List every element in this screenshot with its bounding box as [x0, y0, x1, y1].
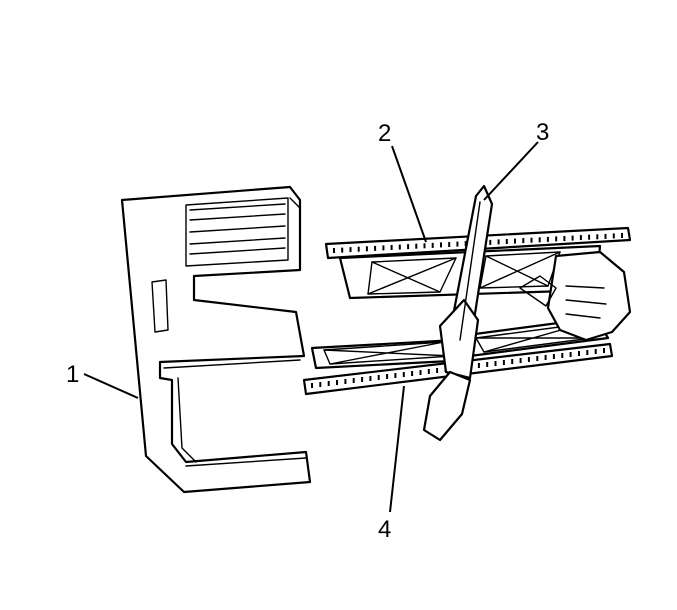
- lower-rail-tooth: [336, 380, 338, 385]
- upper-rail-tooth: [415, 243, 418, 249]
- lower-rail-tooth: [536, 356, 539, 361]
- lower-rail-tooth: [369, 376, 372, 381]
- upper-rail-tooth: [407, 244, 410, 250]
- lower-rail-tooth: [552, 354, 555, 359]
- callout-3: 3: [536, 119, 549, 146]
- lower-rail-tooth: [511, 359, 514, 364]
- leader-3: [483, 141, 539, 201]
- upper-rail-tooth: [423, 243, 426, 249]
- upper-rail-tooth: [546, 236, 549, 242]
- upper-rail-tooth: [563, 236, 566, 241]
- upper-rail-tooth: [431, 242, 434, 248]
- lower-rail-tooth: [361, 377, 364, 382]
- lower-rail-tooth: [377, 375, 380, 380]
- upper-rail-tooth: [374, 245, 377, 251]
- upper-rail-tooth: [489, 239, 492, 245]
- lower-rail-tooth: [394, 373, 397, 378]
- upper-rail-tooth: [448, 242, 451, 247]
- lower-rail-tooth: [578, 351, 580, 356]
- upper-rail-tooth: [390, 245, 393, 250]
- lower-rail-tooth: [311, 383, 313, 388]
- lower-rail-tooth: [603, 348, 605, 353]
- hand: [519, 250, 632, 342]
- callout-1: 1: [66, 361, 79, 388]
- upper-rail-tooth: [398, 244, 401, 250]
- lower-rail-tooth: [427, 369, 430, 374]
- lower-rail-tooth: [419, 370, 422, 375]
- lower-rail-tooth: [519, 358, 522, 363]
- upper-rail-tooth: [440, 242, 442, 248]
- leader-1: [83, 373, 139, 399]
- leader-4: [389, 385, 405, 513]
- upper-rail-tooth: [341, 247, 344, 253]
- lower-rail-tooth: [527, 357, 530, 362]
- leader-2: [391, 145, 427, 243]
- upper-rail-tooth: [612, 233, 615, 239]
- callout-4: 4: [378, 516, 391, 543]
- upper-rail-tooth: [456, 241, 459, 247]
- lower-rail-tooth: [502, 360, 505, 365]
- upper-rail-tooth: [530, 237, 533, 243]
- lower-rail-tooth: [411, 371, 414, 376]
- upper-rail-tooth: [571, 235, 574, 241]
- upper-rail-tooth: [555, 236, 558, 242]
- upper-rail-tooth: [505, 239, 508, 244]
- lower-rail-tooth: [436, 368, 439, 373]
- lower-rail-tooth: [319, 382, 322, 387]
- lower-rail-tooth: [586, 350, 589, 355]
- lower-rail-tooth: [569, 352, 572, 357]
- housing-panel: [120, 185, 312, 494]
- lower-rail-tooth: [327, 381, 330, 386]
- upper-rail-tooth: [522, 238, 525, 244]
- lower-rail-tooth: [477, 363, 480, 368]
- lower-rail-tooth: [386, 374, 389, 379]
- upper-rail-tooth: [357, 246, 360, 252]
- lower-rail-tooth: [594, 349, 597, 354]
- upper-rail-tooth: [621, 233, 623, 238]
- lower-rail-tooth: [561, 353, 564, 358]
- upper-rail-tooth: [514, 238, 516, 244]
- upper-rail-tooth: [538, 237, 541, 243]
- upper-rail-tooth: [382, 245, 385, 251]
- lower-rail-tooth: [486, 362, 489, 367]
- upper-rail-tooth: [464, 241, 467, 247]
- lower-rail-tooth: [402, 372, 405, 377]
- upper-rail-tooth: [333, 248, 335, 253]
- upper-rail-tooth: [596, 234, 599, 240]
- callout-2: 2: [378, 120, 391, 147]
- upper-rail-tooth: [349, 247, 352, 253]
- adjustment-tool: [422, 184, 494, 442]
- lower-rail-tooth: [494, 361, 497, 366]
- lower-rail-tooth: [352, 378, 355, 383]
- lower-rail-tooth: [344, 379, 347, 384]
- upper-rail-tooth: [497, 239, 500, 245]
- upper-rail-tooth: [579, 235, 582, 241]
- upper-rail-tooth: [588, 234, 591, 240]
- upper-rail-tooth: [604, 233, 607, 239]
- upper-rail-tooth: [365, 246, 368, 252]
- lower-rail-tooth: [544, 355, 547, 360]
